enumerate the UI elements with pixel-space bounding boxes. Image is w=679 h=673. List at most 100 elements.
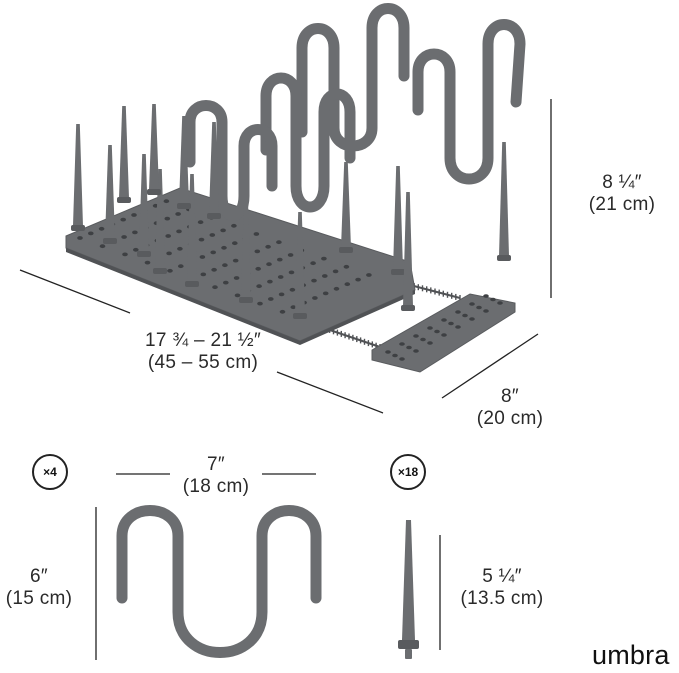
board-hole: [144, 260, 151, 265]
board-hole: [178, 264, 184, 269]
board-hole: [210, 250, 216, 255]
dividers: [184, 3, 526, 221]
board-hole: [77, 236, 83, 240]
board-hole: [476, 305, 482, 310]
divider-front: [184, 100, 278, 221]
divider-right: [412, 19, 526, 185]
divider-height-cm: (15 cm): [5, 588, 73, 609]
rack-peg-base: [137, 251, 151, 257]
peg-height-inches: 5 ¼″: [482, 566, 522, 587]
board-hole: [257, 301, 263, 306]
board-hole: [253, 232, 260, 236]
rack-peg: [393, 166, 403, 270]
board-hole: [427, 326, 433, 330]
height-cm: (21 cm): [588, 194, 656, 215]
board-hole: [120, 217, 126, 222]
divider-count-badge: ×4: [32, 454, 68, 490]
divider-width-inches: 7″: [207, 454, 225, 475]
board-hole: [490, 297, 496, 302]
board-hole: [256, 284, 262, 289]
rack-peg: [73, 124, 83, 226]
rack-peg: [295, 212, 305, 314]
length-dimension-line-left: [19, 269, 131, 314]
divider-width-cm: (18 cm): [182, 476, 250, 497]
board-hole: [266, 262, 272, 267]
peg-count-badge: ×18: [390, 454, 426, 490]
board-hole: [121, 235, 127, 239]
divider-height-inches: 6″: [30, 566, 48, 587]
board-hole: [231, 223, 237, 228]
board-hole: [434, 329, 440, 334]
board-hole: [197, 220, 204, 225]
rack-peg: [119, 106, 129, 198]
board-hole: [199, 255, 206, 259]
depth-dimension-line: [441, 333, 539, 399]
board-hole: [166, 251, 172, 256]
board-hole: [221, 245, 227, 250]
board-hole: [290, 305, 297, 310]
board-hole: [234, 293, 241, 298]
rack-peg: [105, 145, 115, 239]
board-hole: [254, 249, 261, 254]
board-hole: [198, 237, 205, 242]
board-hole: [289, 287, 296, 292]
board-hole: [98, 226, 105, 231]
rack-peg: [499, 142, 509, 256]
peg-height-cm: (13.5 cm): [460, 588, 544, 609]
board-hole: [455, 325, 461, 329]
board-hole: [441, 318, 447, 322]
board-hole: [311, 278, 317, 283]
board-hole: [287, 253, 294, 257]
height-label: 8 ¼″ (21 cm): [568, 172, 676, 216]
length-label: 17 ¾ – 21 ½″ (45 – 55 cm): [128, 330, 278, 374]
board-hole: [276, 240, 282, 245]
board-hole: [131, 213, 137, 217]
board-hole: [406, 345, 412, 350]
board-hole: [385, 350, 391, 354]
rack-peg: [403, 192, 413, 306]
board-hole: [392, 353, 398, 358]
rack-peg-base: [71, 225, 85, 231]
single-divider: [116, 505, 322, 658]
rack-peg: [179, 116, 189, 204]
rack-peg: [209, 122, 219, 214]
board-hole: [177, 246, 183, 251]
length-dimension-line-right: [276, 371, 384, 414]
board-hole: [483, 309, 489, 313]
board-hole: [469, 317, 475, 321]
rack-peg-base: [497, 255, 511, 261]
length-cm: (45 – 55 cm): [147, 352, 259, 373]
divider-height-label: 6″ (15 cm): [0, 566, 78, 610]
board-hole: [176, 229, 182, 234]
rack-peg-base: [177, 203, 191, 209]
board-hole: [265, 244, 271, 249]
board-hole: [420, 337, 426, 342]
rack-peg-base: [147, 189, 161, 195]
board-hole: [413, 334, 419, 338]
rack-peg-base: [391, 269, 405, 275]
rack-peg-base: [207, 213, 221, 219]
length-inches: 17 ¾ – 21 ½″: [145, 330, 261, 351]
board-hole: [322, 291, 329, 296]
board-hole: [355, 277, 361, 282]
board-hole: [448, 321, 454, 326]
board-hole: [288, 270, 295, 275]
board-hole: [277, 257, 283, 262]
board-hole: [343, 264, 350, 269]
board-hole: [427, 341, 433, 345]
rack-peg-base: [339, 247, 353, 253]
board-hole: [344, 282, 351, 287]
board-hole: [321, 256, 327, 261]
depth-label: 8″ (20 cm): [462, 386, 558, 430]
board-hole: [278, 292, 285, 297]
board-hole: [462, 313, 468, 318]
board-hole: [310, 261, 316, 266]
board-hole: [366, 273, 372, 277]
rack-peg-base: [153, 268, 167, 274]
board-hole: [469, 302, 475, 306]
board-hole: [220, 228, 226, 233]
board-hole: [165, 234, 171, 238]
board-hole: [211, 267, 217, 272]
rack-peg-base: [185, 281, 199, 287]
